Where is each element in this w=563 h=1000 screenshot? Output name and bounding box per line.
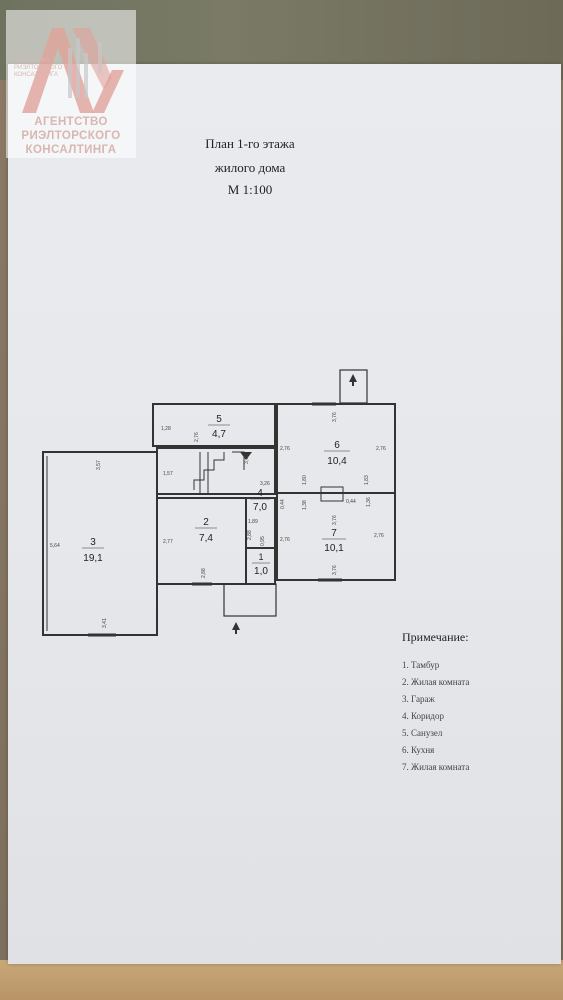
watermark-small-line-3: КОНСАЛТИНГА	[14, 72, 58, 78]
dim-center-a: 0,44	[346, 499, 356, 505]
watermark-line-3: КОНСАЛТИНГА	[25, 144, 117, 156]
dim-room1-vertical: 0,95	[260, 536, 266, 546]
dim-room7-bottom: 3,76	[332, 565, 338, 575]
dim-room5-width: 1,28	[161, 426, 171, 432]
room-5-number: 5	[216, 414, 222, 425]
entry-arrows	[232, 374, 357, 634]
dim-center-d: 1,36	[366, 497, 372, 507]
plan-title-line-2: жилого дома	[214, 160, 286, 175]
room-1-number: 1	[258, 552, 263, 562]
plan-walls	[42, 369, 396, 636]
dim-garage-top: 3,57	[96, 460, 102, 470]
room-6-number: 6	[334, 440, 340, 451]
table-surface	[0, 960, 563, 1000]
dim-center-b: 0,44	[280, 499, 286, 509]
room-3-number: 3	[90, 537, 96, 548]
note-item: 6. Кухня	[402, 745, 435, 755]
room-4-number: 4	[257, 488, 263, 499]
dim-room2-height: 2,77	[163, 539, 173, 545]
room-2-number: 2	[203, 517, 209, 528]
dim-room6-top: 3,76	[332, 412, 338, 422]
room-3-area: 19,1	[83, 553, 103, 564]
watermark-small-line-2: РИЭЛТОРСКОГО	[14, 65, 63, 71]
windows	[88, 402, 342, 637]
room-5-area: 4,7	[212, 429, 226, 440]
plan-scale: М 1:100	[227, 182, 273, 197]
watermark-line-2: РИЭЛТОРСКОГО	[21, 130, 121, 142]
agency-watermark: АГЕНТСТВО РИЭЛТОРСКОГО КОНСАЛТИНГА АГЕНТ…	[6, 10, 136, 158]
document-sheet	[8, 64, 561, 964]
room-1-area: 1,0	[254, 566, 268, 577]
dim-room6-mid: 1,80	[302, 475, 308, 485]
room-7-area: 10,1	[324, 543, 344, 554]
note-item: 4. Коридор	[402, 711, 444, 721]
dim-room2-bottom: 2,88	[201, 568, 207, 578]
room-7-number: 7	[331, 528, 337, 539]
note-item: 5. Санузел	[402, 728, 443, 738]
plan-title-line-1: План 1-го этажа	[205, 136, 295, 151]
dim-room7-top: 3,76	[332, 515, 338, 525]
note-item: 3. Гараж	[402, 694, 435, 704]
watermark-line-1: АГЕНТСТВО	[34, 116, 108, 128]
dim-corridor-b: 1,89	[248, 519, 258, 525]
dim-room5-vertical: 2,76	[194, 432, 200, 442]
dim-room6-mid2: 1,83	[364, 475, 370, 485]
stairs-icon	[193, 451, 245, 494]
room-4-area: 7,0	[253, 502, 267, 513]
room-2-area: 7,4	[199, 533, 213, 544]
note-item: 7. Жилая комната	[402, 762, 470, 772]
dim-room2-top: 2,88	[247, 530, 253, 540]
note-item: 1. Тамбур	[402, 660, 440, 670]
dim-room6-left: 2,76	[280, 446, 290, 452]
agency-logo-icon	[22, 28, 124, 113]
dim-garage-height: 5,64	[50, 543, 60, 549]
dim-garage-bottom: 3,41	[102, 618, 108, 628]
dim-center-c: 1,38	[302, 500, 308, 510]
dim-stairs-b: 3,70	[244, 454, 250, 464]
dim-room7-right: 2,76	[374, 533, 384, 539]
dim-room6-right: 2,76	[376, 446, 386, 452]
dim-stairs-a: 1,57	[163, 471, 173, 477]
notes-heading: Примечание:	[402, 630, 469, 644]
watermark-small-line-1: АГЕНТСТВО	[14, 58, 50, 64]
dim-corridor-a: 3,26	[260, 481, 270, 487]
central-column	[320, 486, 344, 502]
note-item: 2. Жилая комната	[402, 677, 470, 687]
room-6-area: 10,4	[327, 456, 347, 467]
dim-room7-left: 2,76	[280, 537, 290, 543]
